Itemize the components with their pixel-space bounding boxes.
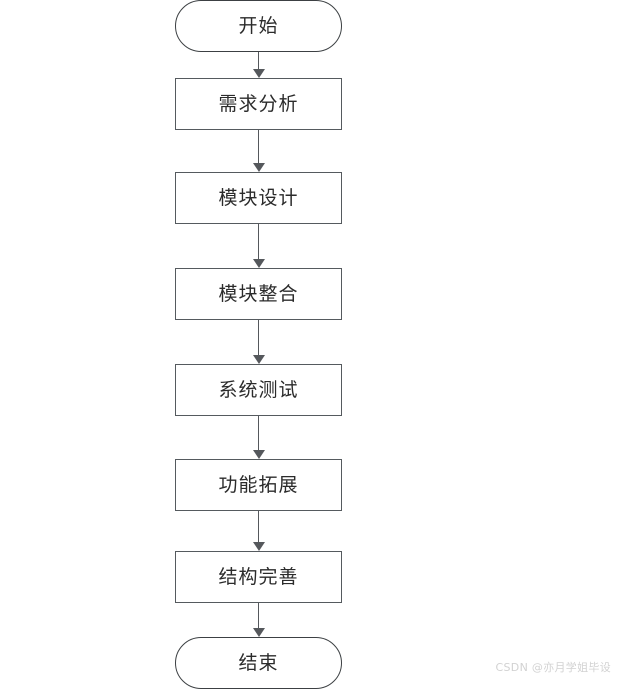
connector-requirement-to-module: [258, 130, 259, 163]
flow-node-structure-improvement[interactable]: 结构完善: [175, 551, 342, 603]
connector-integrate-to-test: [258, 320, 259, 355]
arrowhead-icon: [253, 259, 265, 268]
connector-expand-to-structure: [258, 511, 259, 542]
flow-node-label: 模块整合: [218, 282, 299, 305]
arrowhead-icon: [253, 69, 265, 78]
flow-node-module-integration[interactable]: 模块整合: [175, 268, 342, 320]
arrowhead-icon: [253, 163, 265, 172]
flow-node-system-test[interactable]: 系统测试: [175, 364, 342, 416]
watermark-text: CSDN @亦月学姐毕设: [495, 661, 611, 674]
flow-node-label: 结构完善: [218, 565, 299, 588]
arrowhead-icon: [253, 450, 265, 459]
connector-module-to-integrate: [258, 224, 259, 259]
flow-node-module-design[interactable]: 模块设计: [175, 172, 342, 224]
flow-node-label: 需求分析: [218, 92, 299, 115]
connector-test-to-expand: [258, 416, 259, 450]
arrowhead-icon: [253, 542, 265, 551]
connector-structure-to-end: [258, 603, 259, 628]
flow-node-label: 模块设计: [218, 186, 299, 209]
flow-node-requirement[interactable]: 需求分析: [175, 78, 342, 130]
flow-node-label: 功能拓展: [218, 473, 299, 496]
arrowhead-icon: [253, 628, 265, 637]
flow-node-label: 结束: [238, 651, 279, 674]
arrowhead-icon: [253, 355, 265, 364]
flow-node-end[interactable]: 结束: [175, 637, 342, 689]
connector-start-to-requirement: [258, 52, 259, 69]
flow-node-function-expansion[interactable]: 功能拓展: [175, 459, 342, 511]
flow-node-label: 系统测试: [218, 378, 299, 401]
flow-node-start[interactable]: 开始: [175, 0, 342, 52]
flow-node-label: 开始: [238, 14, 279, 37]
